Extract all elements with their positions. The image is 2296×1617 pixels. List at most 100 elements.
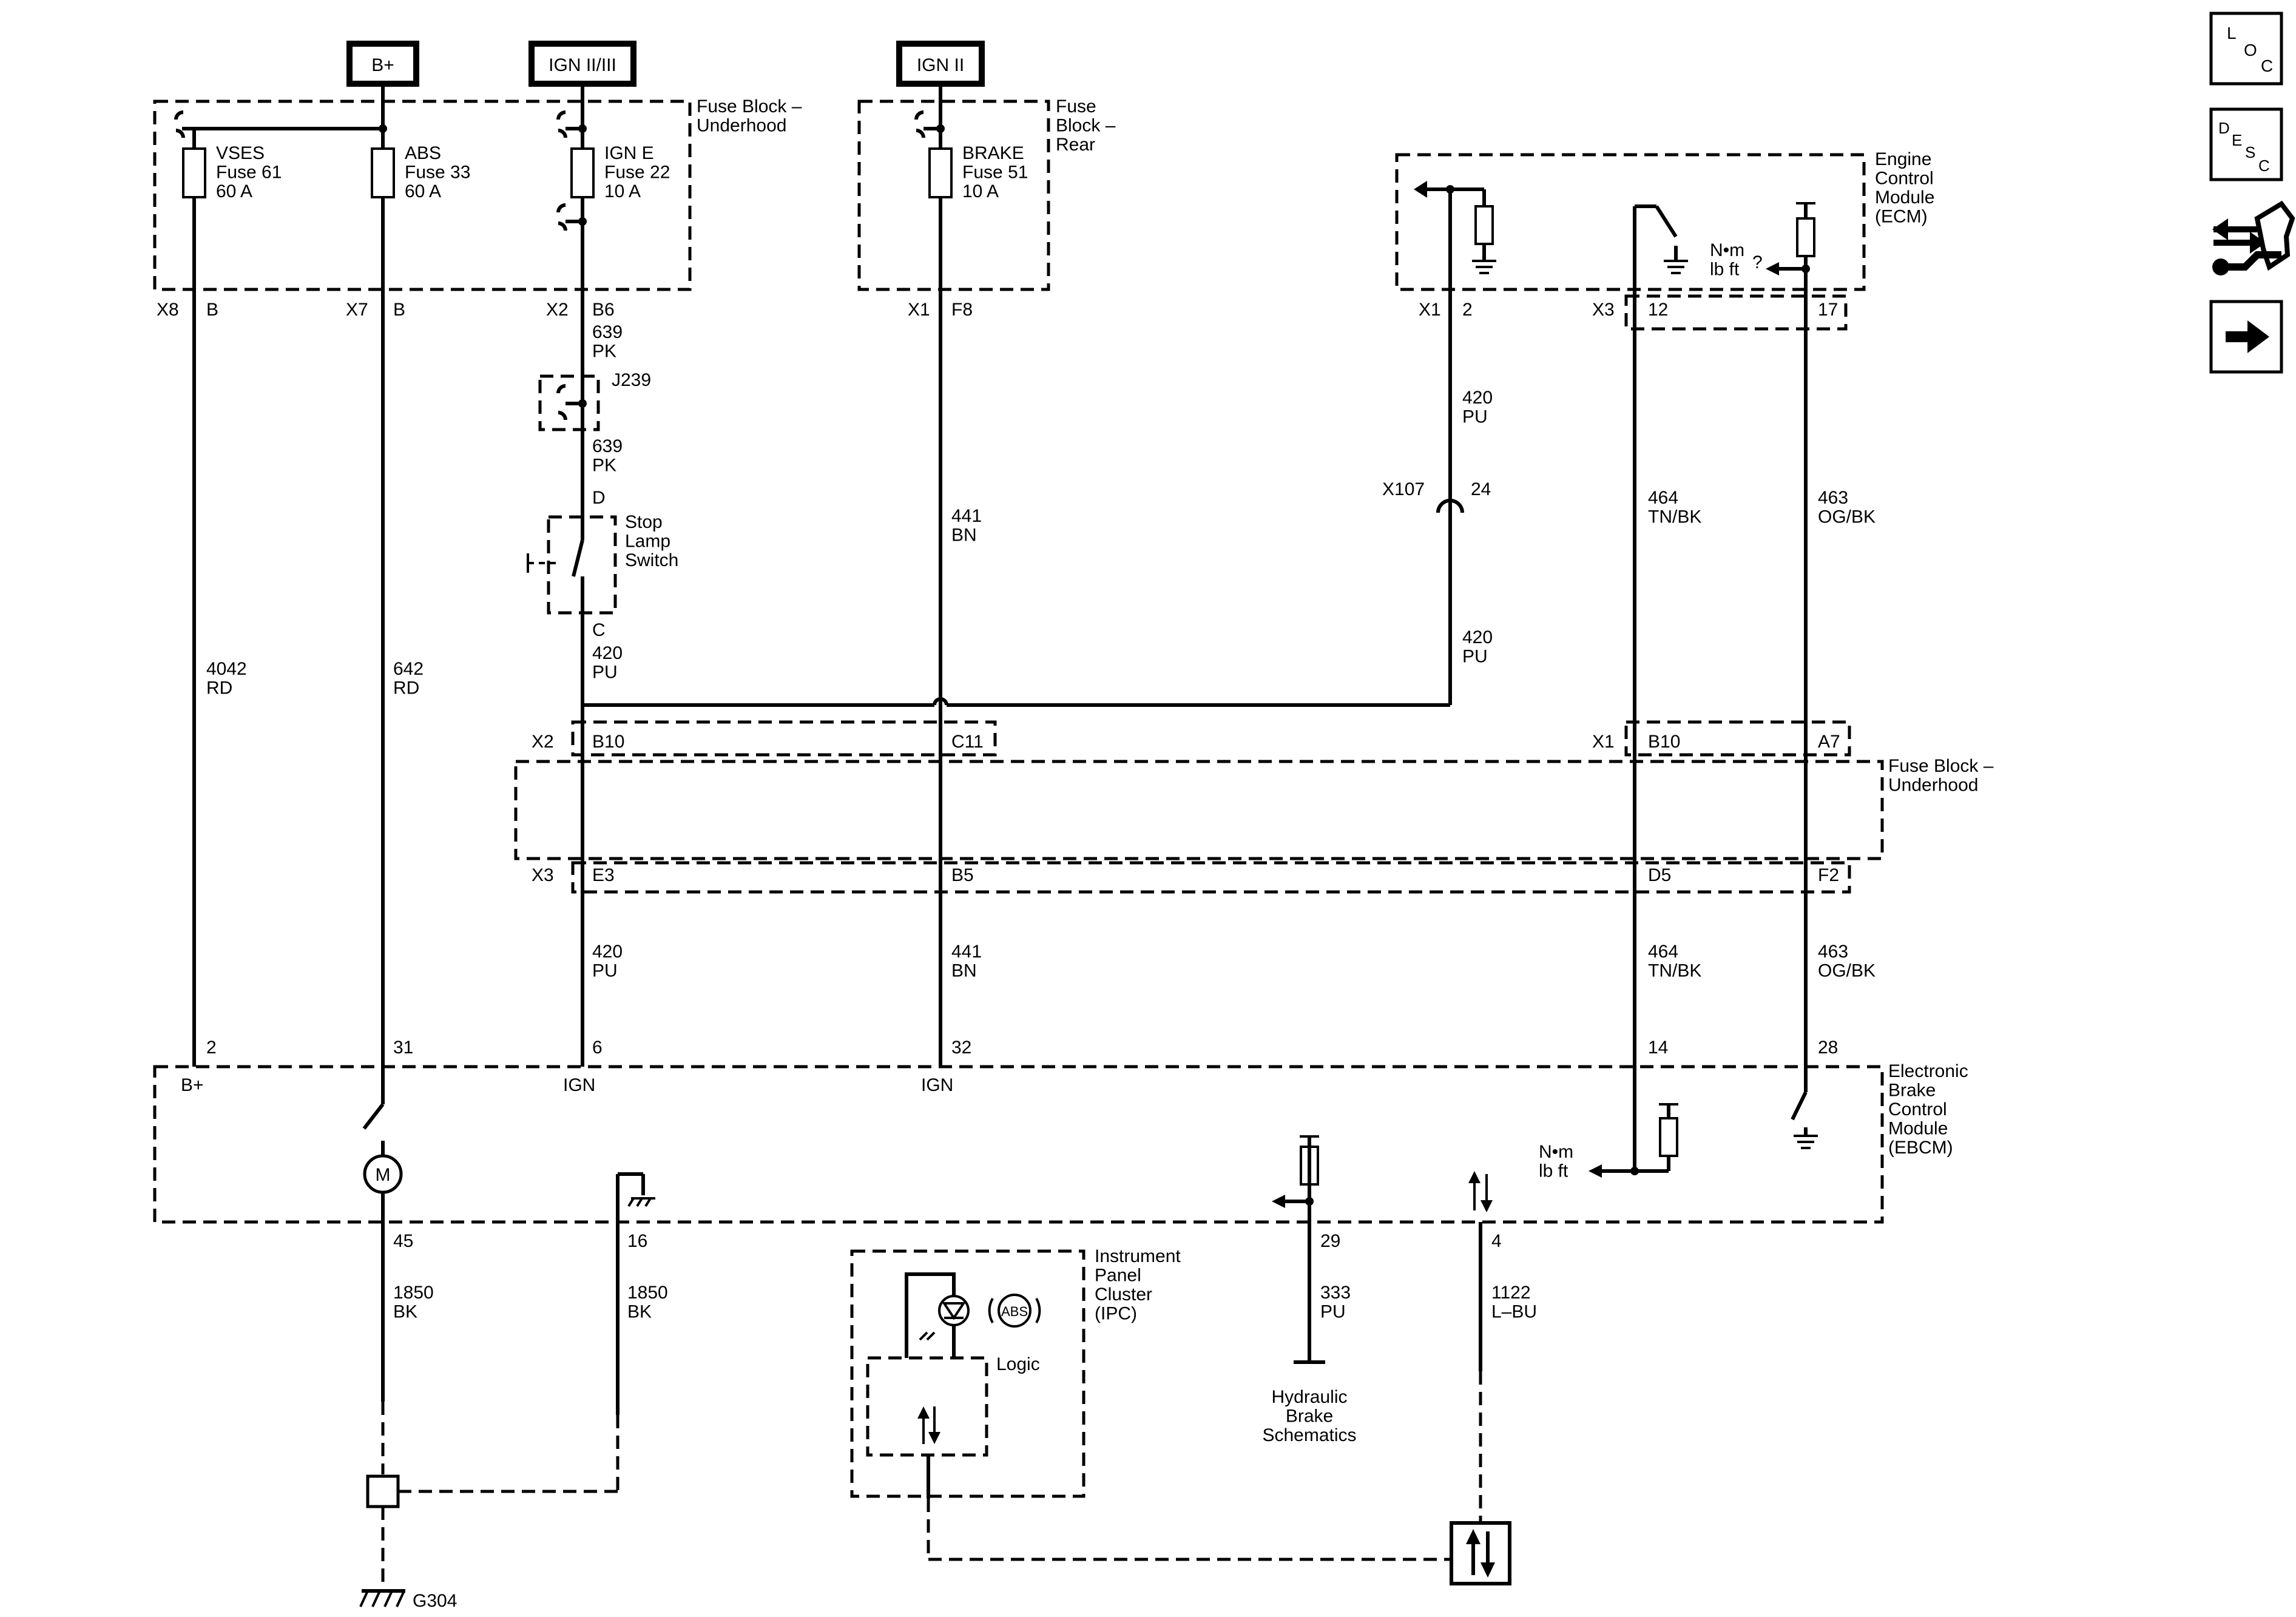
power-source-ign2: IGN II xyxy=(896,41,985,87)
ebcm-ign-1: IGN xyxy=(563,1075,595,1095)
svg-text:E: E xyxy=(2232,131,2242,149)
mid-pin-b5: B5 xyxy=(951,865,974,885)
mid-conn-x1: X1 xyxy=(1592,732,1615,752)
mid-pin-b10a: B10 xyxy=(592,732,624,752)
ecm-box xyxy=(1395,153,1866,291)
desc-icon[interactable]: D E S C xyxy=(2209,107,2283,181)
conn-x1-top: X1 xyxy=(908,300,930,320)
svg-text:IGN II: IGN II xyxy=(917,55,964,75)
ground-connector xyxy=(366,1474,400,1508)
svg-text:L: L xyxy=(2227,24,2237,42)
svg-text:C: C xyxy=(2258,157,2270,175)
ebcm-pin-6: 6 xyxy=(592,1038,603,1058)
ebcm-bplus: B+ xyxy=(181,1075,204,1095)
next-arrow-icon[interactable] xyxy=(2209,300,2283,374)
svg-text:B+: B+ xyxy=(371,55,394,75)
ebcm-pin-31: 31 xyxy=(393,1038,413,1058)
ecm-conn-x1: X1 xyxy=(1419,300,1441,320)
ebcm-pin-45: 45 xyxy=(393,1231,413,1251)
conn-x7: X7 xyxy=(346,300,368,320)
inline-pin-24: 24 xyxy=(1471,479,1491,499)
loc-icon[interactable]: L O C xyxy=(2209,12,2283,86)
mid-pin-e3: E3 xyxy=(592,865,615,885)
ebcm-ign-2: IGN xyxy=(921,1075,953,1095)
ecm-pin-12: 12 xyxy=(1648,300,1668,320)
ipc-logic-label: Logic xyxy=(996,1354,1040,1374)
mid-pin-a7: A7 xyxy=(1818,732,1840,752)
ebcm-pin-14: 14 xyxy=(1648,1038,1668,1058)
ecm-conn-x3: X3 xyxy=(1592,300,1615,320)
ipc-logic-box xyxy=(866,1356,988,1457)
ipc-box xyxy=(850,1249,1086,1498)
svg-text:O: O xyxy=(2244,41,2257,59)
power-source-bplus: B+ xyxy=(346,41,419,87)
ground-g304: G304 xyxy=(413,1591,457,1611)
svg-text:D: D xyxy=(2218,119,2230,137)
connector-repair-icon[interactable] xyxy=(2212,200,2295,275)
fuse-block-underhood-mid xyxy=(514,760,1884,860)
pin-x8-b: B xyxy=(206,300,218,320)
pin-x7-b: B xyxy=(393,300,405,320)
ebcm-pin-32: 32 xyxy=(951,1038,971,1058)
svg-text:ABS: ABS xyxy=(1001,1304,1028,1319)
conn-x2-top: X2 xyxy=(546,300,569,320)
fuse-block-underhood-mid-label: Fuse Block –Underhood xyxy=(1888,756,1994,795)
ebcm-pin-4: 4 xyxy=(1491,1231,1502,1251)
ebcm-pin-16: 16 xyxy=(627,1231,647,1251)
fuse-block-underhood-top xyxy=(153,100,692,291)
splice-j239 xyxy=(538,374,600,431)
fuse-block-rear xyxy=(857,100,1050,291)
ebcm-pin-29: 29 xyxy=(1320,1231,1340,1251)
inline-x107: X107 xyxy=(1382,479,1425,499)
pin-b6: B6 xyxy=(592,300,615,320)
ecm-pin-2: 2 xyxy=(1462,300,1473,320)
serial-data-connector xyxy=(1450,1521,1511,1585)
ecm-question: ? xyxy=(1752,252,1763,272)
mid-conn-x2: X2 xyxy=(532,732,554,752)
ebcm-box xyxy=(153,1065,1884,1224)
splice-j239-label: J239 xyxy=(612,370,651,390)
ecm-pin-17: 17 xyxy=(1818,300,1838,320)
mid-pin-b10b: B10 xyxy=(1648,732,1680,752)
motor-label: M xyxy=(376,1165,391,1185)
conn-x8: X8 xyxy=(157,300,179,320)
mid-pin-d5: D5 xyxy=(1648,865,1671,885)
mid-pin-f2: F2 xyxy=(1818,865,1839,885)
power-source-ign23: IGN II/III xyxy=(528,41,636,87)
switch-pin-d: D xyxy=(592,488,606,508)
ebcm-pin-2: 2 xyxy=(206,1038,217,1058)
fuse-block-underhood-top-label: Fuse Block –Underhood xyxy=(697,96,802,136)
svg-text:S: S xyxy=(2245,143,2255,161)
mid-conn-x3: X3 xyxy=(532,865,554,885)
